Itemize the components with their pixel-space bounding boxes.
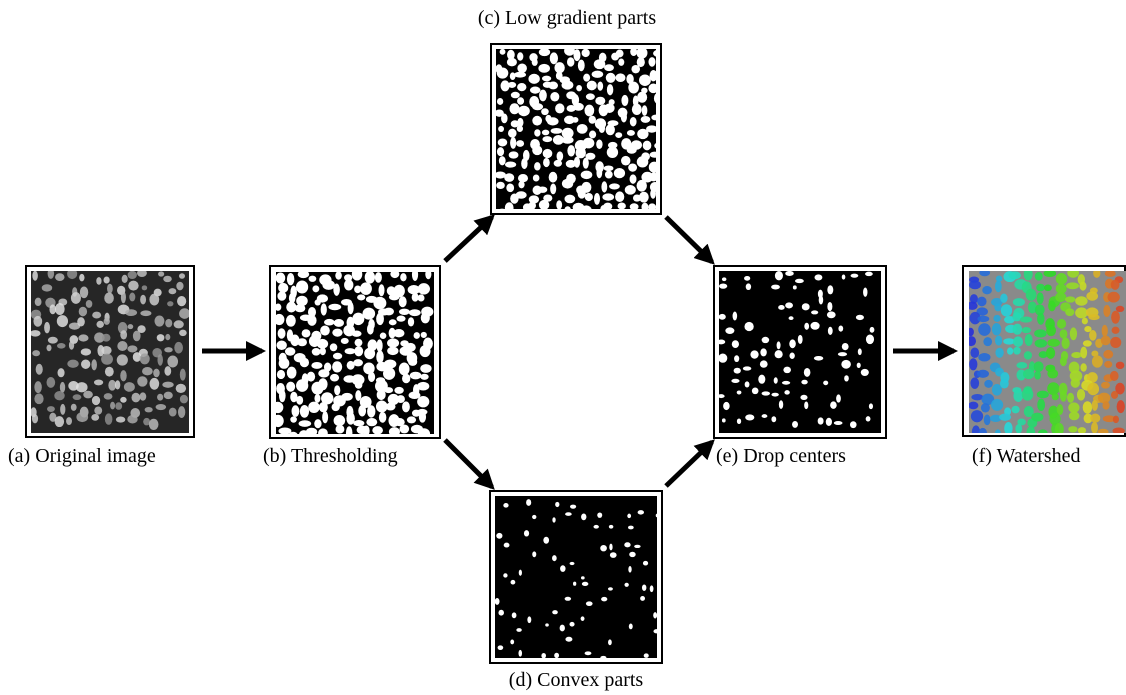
panel-drop-centers: [713, 265, 887, 439]
arrow-right-icon: [443, 214, 495, 263]
panel-low-gradient: [490, 43, 662, 215]
caption-d: (d) Convex parts: [508, 669, 644, 691]
low-gradient-image: [496, 49, 656, 209]
convex-parts-image: [495, 496, 657, 658]
panel-convex: [489, 490, 663, 664]
caption-b: (b) Thresholding: [263, 445, 398, 467]
panel-watershed: [962, 265, 1126, 437]
panel-thresholding: [269, 265, 441, 439]
drop-centers-image: [719, 271, 881, 433]
caption-e: (e) Drop centers: [716, 445, 846, 467]
arrow-right-icon: [664, 215, 715, 265]
caption-a: (a) Original image: [8, 445, 156, 467]
caption-f: (f) Watershed: [972, 445, 1081, 467]
thresholded-image: [276, 272, 434, 434]
arrow-right-icon: [443, 438, 495, 490]
watershed-image: [969, 271, 1126, 433]
original-image: [31, 271, 189, 433]
caption-c: (c) Low gradient parts: [477, 7, 657, 29]
arrow-right-icon: [664, 439, 715, 488]
panel-original-image: [25, 265, 195, 438]
